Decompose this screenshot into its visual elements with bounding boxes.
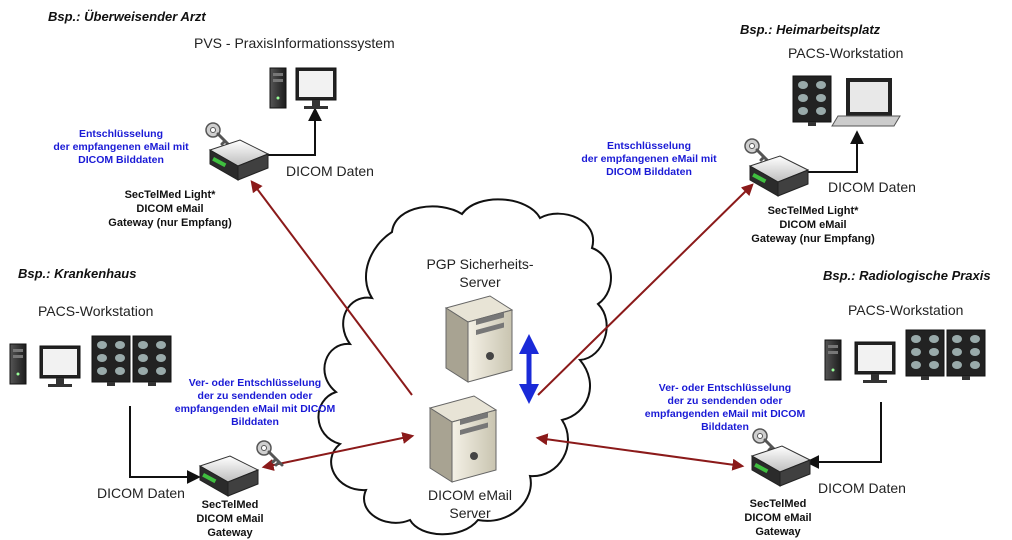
flow-home (805, 130, 864, 173)
pvs-computer-icon (269, 67, 337, 110)
flow-label-referring: DICOM Daten (286, 163, 374, 179)
system-label-home: PACS-Workstation (788, 45, 904, 61)
pgp-server-icon (445, 295, 513, 383)
gateway-label-hospital: SecTelMed DICOM eMail Gateway (196, 499, 264, 539)
home-workstation-icon (792, 75, 901, 127)
mail-server-icon (429, 395, 497, 483)
flow-referring (262, 107, 322, 156)
flow-label-home: DICOM Daten (828, 179, 916, 195)
note-hospital: Ver- oder Entschlüsselung der zu sendend… (174, 377, 336, 428)
gateway-icon-hospital (199, 455, 259, 497)
note-home: Entschlüsselung der empfangenen eMail mi… (581, 140, 717, 178)
system-label-radiology: PACS-Workstation (848, 302, 964, 318)
site-title-hospital: Bsp.: Krankenhaus (18, 266, 137, 281)
flow-hospital (129, 406, 201, 484)
gateway-label-radiology: SecTelMed DICOM eMail Gateway (744, 498, 812, 538)
site-title-home: Bsp.: Heimarbeitsplatz (740, 22, 881, 37)
system-label-hospital: PACS-Workstation (38, 303, 154, 319)
site-title-referring: Bsp.: Überweisender Arzt (48, 9, 206, 24)
hospital-workstation-icon (9, 335, 172, 388)
flow-label-hospital: DICOM Daten (97, 485, 185, 501)
arrow-to-home-gateway (537, 183, 754, 396)
key-icon-referring (204, 121, 233, 149)
key-icon-hospital (255, 439, 284, 467)
note-radiology: Ver- oder Entschlüsselung der zu sendend… (644, 382, 806, 433)
key-icon-home (743, 137, 772, 165)
system-label-referring: PVS - PraxisInformationssystem (194, 35, 395, 51)
arrow-to-referring-gateway (250, 180, 413, 396)
mail-server-label: DICOM eMail Server (427, 487, 512, 521)
site-title-radiology: Bsp.: Radiologische Praxis (823, 268, 991, 283)
radiology-workstation-icon (824, 329, 986, 384)
note-referring: Entschlüsselung der empfangenen eMail mi… (53, 128, 189, 166)
gateway-label-home: SecTelMed Light* DICOM eMail Gateway (nu… (751, 205, 875, 245)
arrow-hospital-gateway (261, 432, 415, 471)
arrow-radiology-gateway (535, 433, 745, 471)
gateway-icon-radiology (751, 445, 811, 487)
gateway-icon-home (749, 155, 809, 197)
gateway-icon-referring (209, 139, 269, 181)
pgp-server-label: PGP Sicherheits- Server (426, 256, 534, 290)
flow-label-radiology: DICOM Daten (818, 480, 906, 496)
gateway-label-referring: SecTelMed Light* DICOM eMail Gateway (nu… (108, 189, 232, 229)
flow-radiology (805, 402, 882, 469)
